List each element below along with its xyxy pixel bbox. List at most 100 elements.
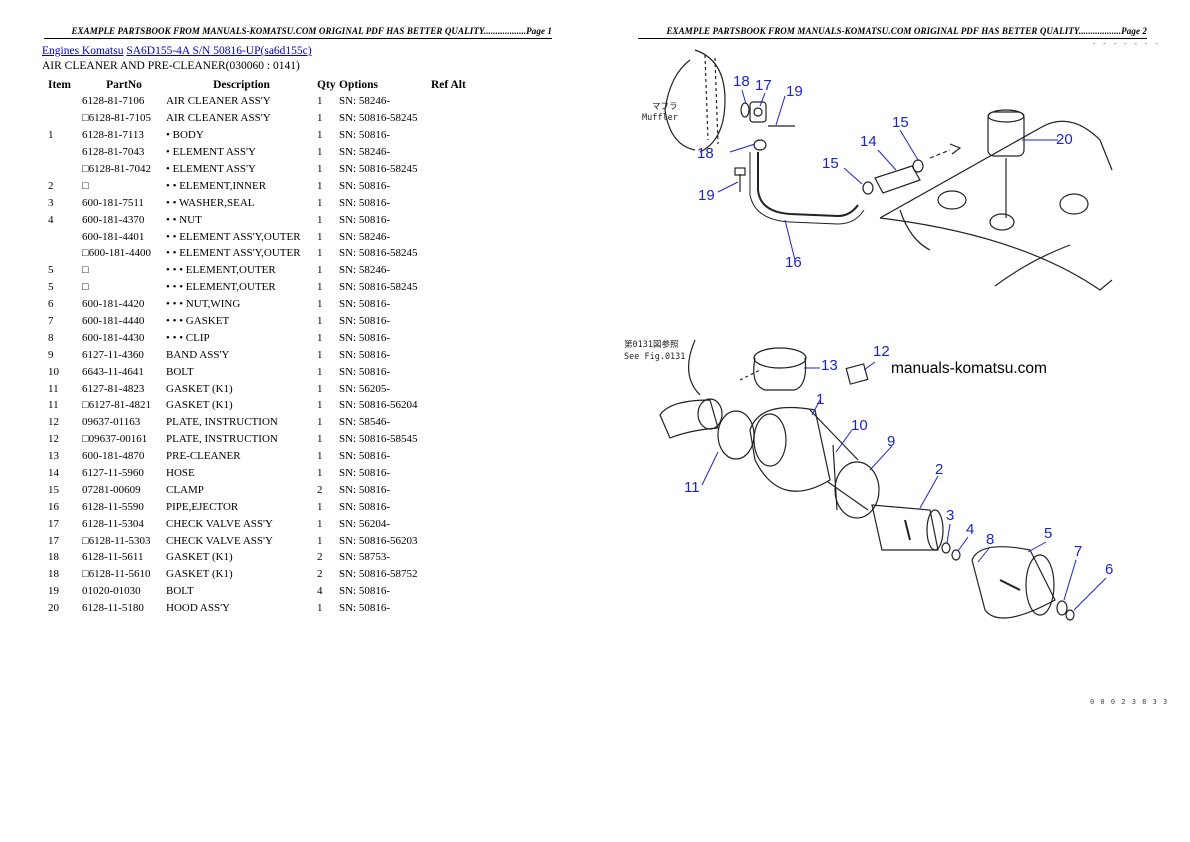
callout-3: 3 — [946, 507, 954, 524]
table-header-row: Item PartNo Description Qty Options Ref … — [42, 76, 471, 93]
row-item — [42, 93, 82, 110]
row-item: 13 — [48, 450, 59, 463]
row-item: 17 — [48, 517, 59, 530]
row-partno: 600-181-4430 — [82, 331, 145, 344]
row-item: 12 — [48, 416, 59, 429]
row-description: BAND ASS'Y — [166, 348, 230, 361]
row-qty: 1 — [317, 213, 323, 226]
row-partno: 600-181-4420 — [82, 298, 145, 311]
row-qty: 1 — [317, 163, 323, 175]
row-item: 15 — [48, 483, 59, 496]
row-options: SN: 50816- — [339, 331, 391, 344]
row-ref-alt — [431, 177, 471, 194]
row-options: SN: 58246- — [339, 230, 391, 243]
row-item: 9 — [48, 348, 54, 361]
pipe-ejector-drawing — [757, 152, 859, 218]
row-ref-alt — [431, 296, 471, 313]
row-partno: 6128-11-5611 — [82, 551, 144, 564]
row-options: SN: 50816- — [339, 500, 391, 513]
watermark-text: manuals-komatsu.com — [891, 360, 1047, 377]
row-description: • • • ELEMENT,OUTER — [166, 264, 276, 277]
row-options: SN: 50816- — [339, 348, 391, 361]
row-options: SN: 58246- — [339, 264, 391, 277]
row-description: • • ELEMENT ASS'Y,OUTER — [166, 230, 301, 243]
callout-4: 4 — [966, 521, 974, 538]
row-ref-alt — [431, 363, 471, 380]
breadcrumb-link-engines[interactable]: Engines Komatsu — [42, 45, 124, 57]
row-qty: 2 — [317, 568, 323, 581]
row-description: • • NUT — [166, 213, 202, 226]
row-options: SN: 50816-56204 — [339, 399, 418, 412]
row-partno: 6127-11-4360 — [82, 348, 144, 361]
row-description: • BODY — [166, 129, 204, 142]
row-qty: 1 — [317, 315, 323, 328]
row-description: • • ELEMENT,INNER — [166, 179, 267, 192]
row-qty: 1 — [317, 95, 323, 108]
row-item: 7 — [48, 315, 54, 328]
callout-13: 13 — [821, 357, 838, 374]
row-qty: 1 — [317, 112, 323, 125]
row-item — [42, 245, 82, 262]
row-partno: 6128-11-5180 — [82, 602, 144, 615]
row-item: 11 — [48, 382, 59, 395]
row-partno: □ — [82, 264, 89, 277]
row-options: SN: 50816-58545 — [339, 433, 418, 446]
column-header-item: Item — [48, 78, 71, 91]
row-options: SN: 58246- — [339, 146, 391, 159]
parts-diagram: 18 17 19 15 14 20 18 15 19 16 13 12 1 10… — [624, 49, 1113, 621]
callout-15a: 15 — [892, 114, 909, 131]
row-qty: 1 — [317, 247, 323, 260]
row-qty: 1 — [317, 129, 323, 142]
row-options: SN: 50816- — [339, 213, 391, 226]
row-item: 18 — [48, 568, 59, 581]
row-options: SN: 50816- — [339, 602, 391, 615]
row-options: SN: 50816- — [339, 585, 391, 598]
callout-18a: 18 — [733, 73, 750, 90]
callout-11: 11 — [684, 479, 700, 496]
row-options: SN: 50816- — [339, 450, 391, 463]
row-options: SN: 50816- — [339, 483, 391, 496]
callout-12: 12 — [873, 343, 890, 360]
row-description: • ELEMENT ASS'Y — [166, 146, 256, 159]
row-ref-alt — [431, 498, 471, 515]
row-options: SN: 58753- — [339, 551, 391, 564]
row-ref-alt — [431, 110, 471, 127]
row-options: SN: 50816-58245 — [339, 163, 418, 175]
row-options: SN: 50816- — [339, 129, 391, 142]
row-description: GASKET (K1) — [166, 551, 233, 564]
callout-1: 1 — [816, 391, 824, 408]
muffler-drawing — [664, 49, 726, 153]
breadcrumb-link-model[interactable]: SA6D155-4A S/N 50816-UP(sa6d155c) — [126, 45, 312, 57]
row-item: 12 — [48, 433, 59, 446]
callout-6: 6 — [1105, 561, 1113, 578]
row-description: PIPE,EJECTOR — [166, 500, 239, 513]
row-description: HOOD ASS'Y — [166, 602, 231, 615]
row-item: 19 — [48, 585, 59, 598]
outer-element-drawing — [971, 546, 1056, 619]
callout-18b: 18 — [697, 145, 714, 162]
row-ref-alt — [431, 583, 471, 600]
row-partno: 6128-11-5590 — [82, 500, 144, 513]
row-ref-alt — [431, 346, 471, 363]
row-item: 6 — [48, 298, 54, 311]
row-ref-alt — [431, 481, 471, 498]
row-options: SN: 50816-58245 — [339, 247, 418, 260]
row-options: SN: 50816-58245 — [339, 281, 418, 294]
column-header-partno: PartNo — [106, 78, 142, 91]
row-description: GASKET (K1) — [166, 568, 233, 581]
row-qty: 1 — [317, 348, 323, 361]
row-description: • • • CLIP — [166, 331, 210, 344]
row-ref-alt — [431, 397, 471, 414]
callout-15b: 15 — [822, 155, 839, 172]
row-options: SN: 50816- — [339, 315, 391, 328]
